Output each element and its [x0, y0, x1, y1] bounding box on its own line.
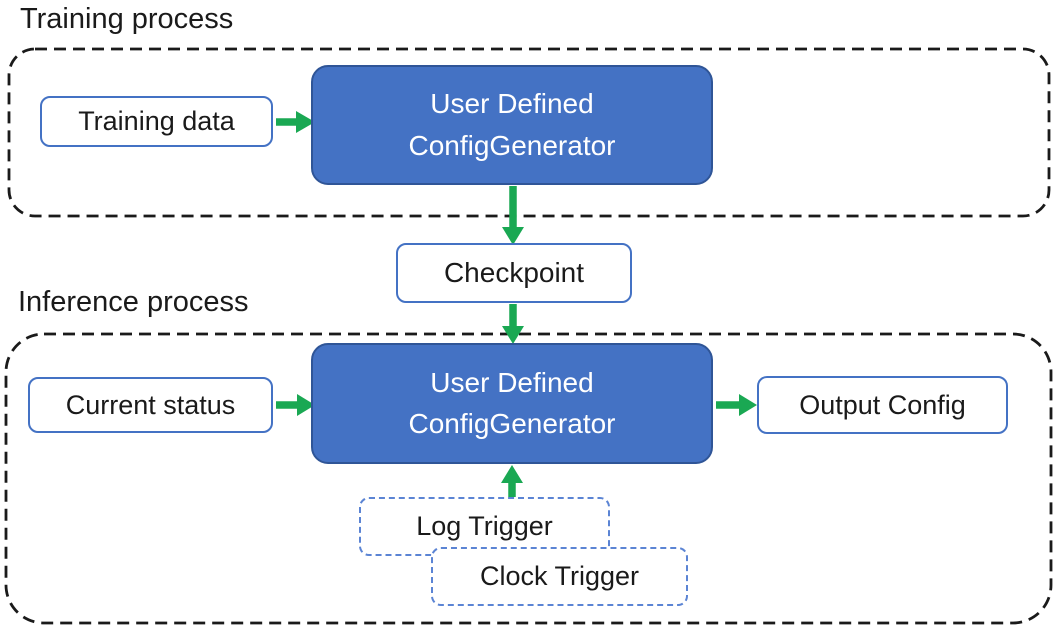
arrow-checkpoint-to-inference-generator: [502, 304, 524, 344]
arrow-generator-to-output-config: [716, 394, 757, 416]
training-process-label: Training process: [20, 3, 234, 35]
inference-config-generator-box: User Defined ConfigGenerator: [311, 343, 713, 464]
arrow-current-status-to-generator: [276, 394, 315, 416]
clock-trigger-label: Clock Trigger: [479, 561, 640, 591]
checkpoint-box: Checkpoint: [396, 243, 632, 303]
training-container: [7, 47, 1051, 218]
output-config-label: Output Config: [799, 389, 966, 420]
arrow-generator-to-checkpoint: [502, 186, 524, 245]
current-status-box: Current status: [28, 377, 273, 433]
inference-config-generator-label-line2: ConfigGenerator: [408, 408, 616, 439]
training-config-generator-label-line1: User Defined: [430, 88, 594, 120]
checkpoint-label: Checkpoint: [443, 257, 585, 288]
current-status-label: Current status: [65, 389, 236, 420]
log-trigger-label: Log Trigger: [416, 511, 553, 541]
inference-config-generator-label-line1: User Defined: [430, 366, 594, 398]
arrow-triggers-to-generator: [501, 465, 523, 497]
training-config-generator-label-line2: ConfigGenerator: [408, 129, 616, 161]
inference-process-label: Inference process: [18, 286, 249, 318]
arrow-training-data-to-generator: [276, 111, 315, 133]
inference-container: [4, 332, 1053, 625]
output-config-box: Output Config: [757, 376, 1008, 434]
training-config-generator-box: User Defined ConfigGenerator: [311, 65, 713, 185]
clock-trigger-box: Clock Trigger: [431, 547, 688, 606]
log-trigger-box: Log Trigger: [359, 497, 610, 556]
training-data-label: Training data: [78, 106, 235, 136]
training-data-box: Training data: [40, 96, 273, 147]
